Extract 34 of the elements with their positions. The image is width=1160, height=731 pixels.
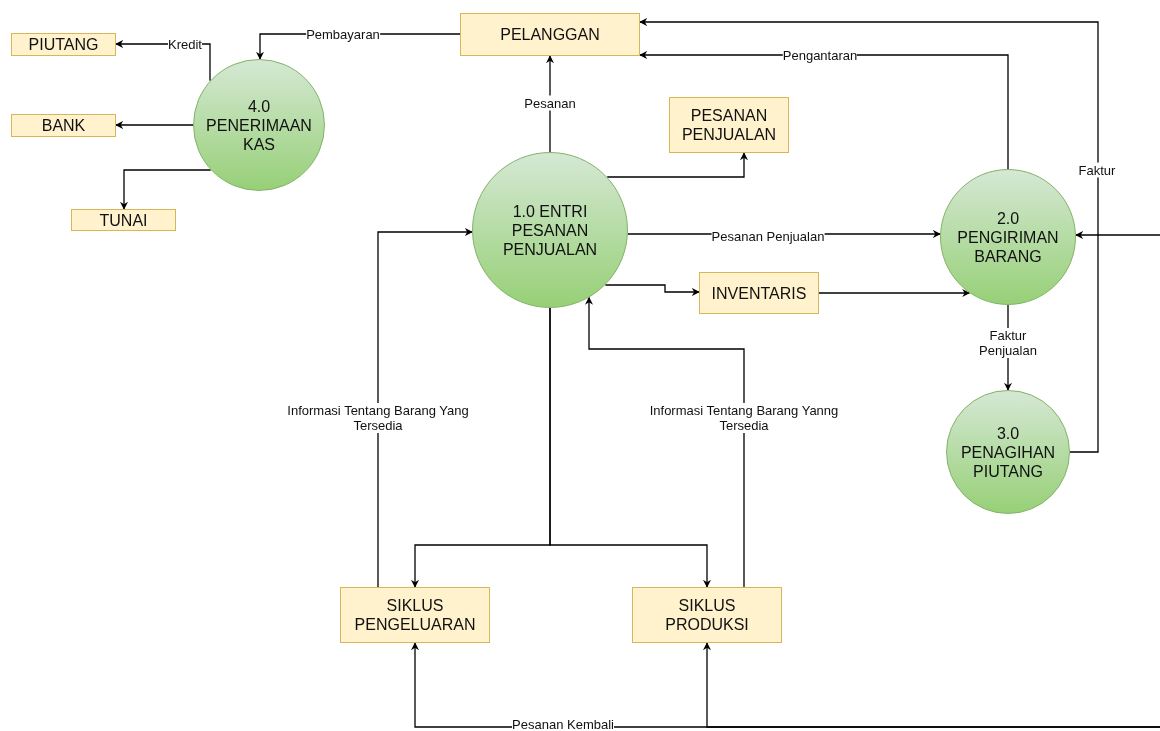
arrow bbox=[639, 18, 1099, 453]
arrow bbox=[818, 289, 971, 297]
arrow bbox=[115, 121, 194, 129]
arrow bbox=[120, 169, 212, 210]
data-store-box bbox=[340, 587, 490, 643]
data-store-box bbox=[460, 13, 640, 56]
arrow bbox=[604, 284, 700, 296]
node-label: PELANGGAN bbox=[500, 25, 600, 44]
data-store-box bbox=[11, 33, 116, 56]
node-label: SIKLUS PRODUKSI bbox=[664, 596, 750, 634]
edge-label: Pesanan bbox=[524, 95, 576, 111]
node-label: SIKLUS PENGELUARAN bbox=[353, 596, 477, 634]
edge-label: Faktur bbox=[1078, 162, 1116, 178]
node-label: 1.0 ENTRI PESANAN PENJUALAN bbox=[501, 201, 599, 259]
edge-label: Informasi Tentang Barang Yanng Tersedia bbox=[649, 403, 839, 433]
node-label: PESANAN PENJUALAN bbox=[680, 106, 778, 144]
node-label: BANK bbox=[41, 116, 86, 135]
data-store-box bbox=[11, 114, 116, 137]
data-store-box bbox=[71, 209, 176, 231]
node-label: PIUTANG bbox=[28, 35, 99, 54]
arrow bbox=[549, 307, 711, 588]
arrow bbox=[377, 228, 473, 588]
node-label: TUNAI bbox=[99, 210, 148, 230]
data-store-box bbox=[699, 272, 819, 314]
data-store-box bbox=[669, 97, 789, 153]
node-label: 2.0 PENGIRIMAN BARANG bbox=[956, 208, 1060, 266]
arrow bbox=[606, 152, 748, 178]
arrow bbox=[703, 642, 1160, 728]
node-label: 4.0 PENERIMAAN KAS bbox=[205, 96, 313, 154]
node-label: 3.0 PENAGIHAN PIUTANG bbox=[959, 423, 1057, 481]
arrow bbox=[1075, 231, 1160, 239]
arrow bbox=[585, 296, 745, 588]
node-label: INVENTARIS bbox=[711, 283, 807, 303]
data-store-box bbox=[632, 587, 782, 643]
